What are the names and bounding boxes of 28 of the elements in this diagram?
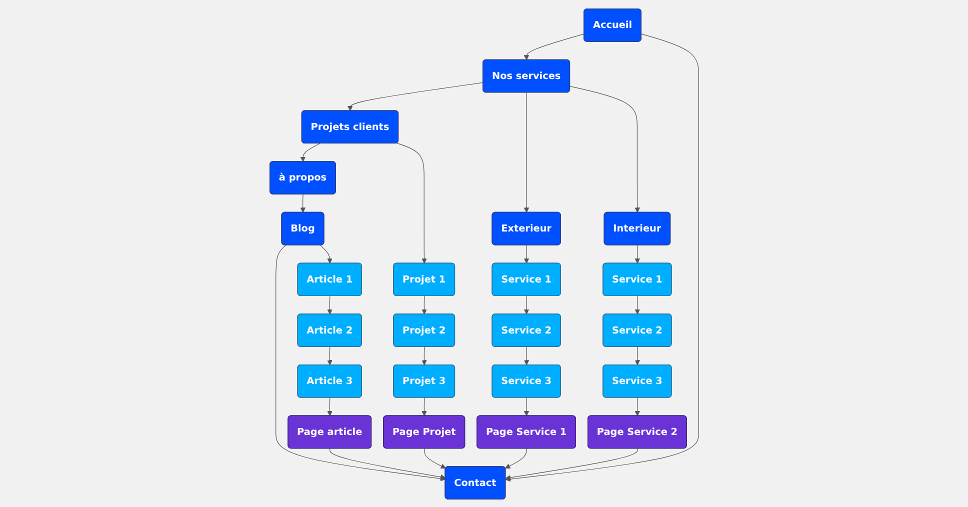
arrow [300, 194, 306, 212]
arrow [329, 448, 446, 480]
arrow [505, 448, 638, 480]
arrow [634, 244, 640, 264]
arrow [320, 244, 332, 264]
arrow [421, 346, 427, 365]
arrow [634, 295, 640, 314]
arrow [424, 448, 446, 468]
arrow [421, 396, 427, 416]
arrow [524, 396, 529, 416]
arrow [524, 33, 584, 60]
arrow [421, 295, 427, 314]
arrow [524, 244, 529, 264]
arrow [569, 86, 640, 212]
arrow [504, 448, 527, 468]
arrow [326, 346, 332, 365]
arrow [347, 82, 484, 111]
arrow [634, 396, 640, 416]
arrow [524, 295, 529, 314]
arrow [275, 244, 446, 481]
arrow [524, 92, 529, 212]
arrow [505, 33, 699, 482]
arrow [396, 142, 427, 264]
arrow [524, 346, 529, 365]
arrow [326, 396, 332, 416]
arrow [300, 142, 320, 162]
arrow [326, 295, 332, 314]
arrow [634, 346, 640, 365]
